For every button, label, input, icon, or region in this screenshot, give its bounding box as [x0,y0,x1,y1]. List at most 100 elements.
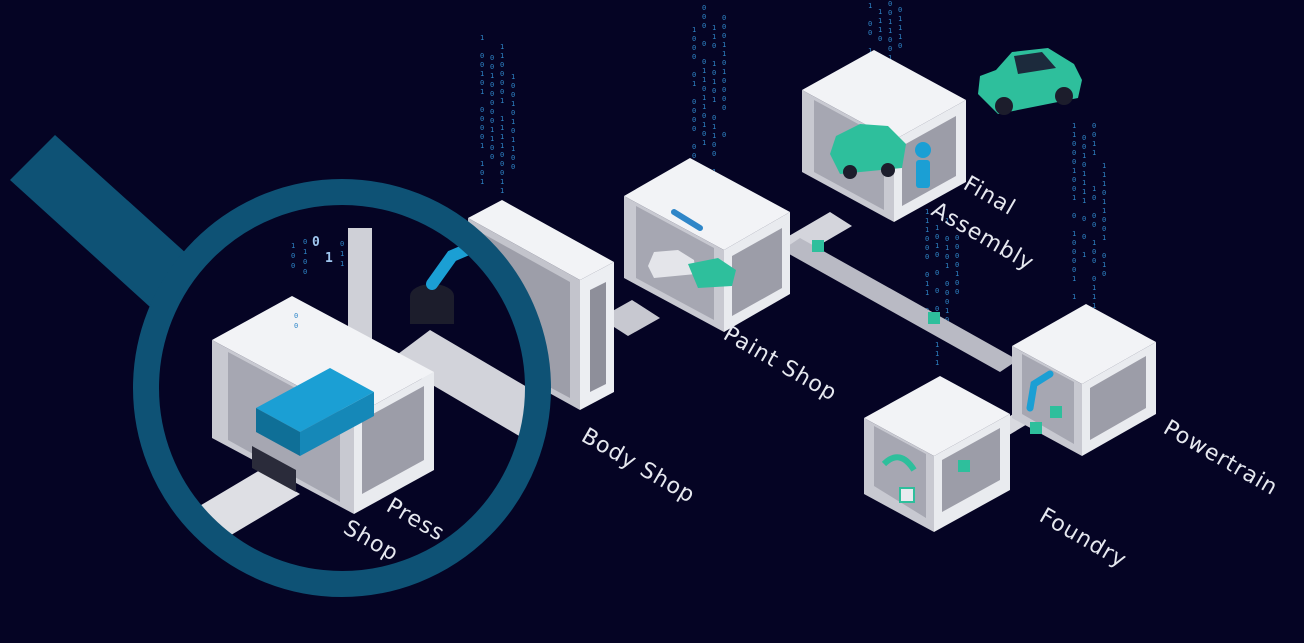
binary-digit: 0 [945,280,949,288]
binary-digit: 0 [702,4,706,12]
binary-digit: 0 [1102,252,1106,260]
binary-digit: 0 [888,36,892,44]
binary-digit: 0 [1072,176,1076,184]
binary-digit: 1 [878,26,882,34]
finished-car-icon [978,48,1082,115]
binary-digit: 1 [712,60,716,68]
binary-digit: 1 [935,341,939,349]
binary-digit: 0 [945,253,949,261]
binary-digit: 1 [500,124,504,132]
binary-digit: 0 [868,29,872,37]
binary-digit: 0 [925,271,929,279]
binary-digit: 0 [1072,239,1076,247]
svg-text:1: 1 [340,250,344,258]
binary-digit: 1 [1092,293,1096,301]
robot-arm-icon [671,209,703,231]
svg-text:1: 1 [340,260,344,268]
svg-text:1: 1 [303,248,307,256]
robot-arm-icon [881,454,917,472]
label-body-shop: Body Shop [577,424,699,509]
svg-text:0: 0 [294,322,298,330]
binary-digit: 0 [935,269,939,277]
binary-digit: 0 [888,9,892,17]
binary-digit: 0 [480,115,484,123]
binary-digit: 0 [1072,140,1076,148]
binary-digit: 0 [692,98,696,106]
binary-digit: 0 [1082,143,1086,151]
binary-digit: 1 [1092,284,1096,292]
binary-digit: 0 [868,20,872,28]
svg-text:0: 0 [303,258,307,266]
binary-digit: 1 [925,280,929,288]
binary-digit: 0 [1092,212,1096,220]
binary-digit: 1 [480,88,484,96]
binary-digit: 1 [1102,198,1106,206]
binary-digit: 1 [888,54,892,62]
binary-digit: 0 [878,35,882,43]
binary-digit: 0 [480,133,484,141]
binary-digit: 1 [1072,167,1076,175]
binary-digit: 1 [1072,293,1076,301]
label-foundry: Foundry [1035,504,1131,574]
binary-digit: 1 [712,123,716,131]
binary-digit: 1 [722,68,726,76]
binary-digit: 1 [511,136,515,144]
binary-digit: 0 [500,160,504,168]
binary-digit: 1 [1082,170,1086,178]
binary-digit: 0 [945,316,949,324]
binary-digit: 1 [702,76,706,84]
final-assembly-station [802,50,966,222]
binary-digit: 1 [945,262,949,270]
binary-digit: 0 [702,112,706,120]
binary-digit: 0 [692,71,696,79]
binary-streams: 1001010000110100100000110011000011111000… [480,0,1106,367]
label-final-assembly-2: Assembly [927,198,1038,277]
svg-text:1: 1 [291,242,295,250]
binary-digit: 1 [878,17,882,25]
binary-digit: 0 [712,42,716,50]
binary-digit: 1 [511,145,515,153]
binary-digit: 1 [722,50,726,58]
binary-digit: 1 [500,142,504,150]
svg-text:0: 0 [291,252,295,260]
binary-digit: 0 [712,114,716,122]
binary-digit: 0 [702,22,706,30]
binary-digit: 0 [722,23,726,31]
binary-digit: 0 [490,117,494,125]
binary-digit: 1 [712,24,716,32]
conveyor-parts [812,240,1042,434]
binary-digit: 0 [722,95,726,103]
binary-digit: 1 [955,270,959,278]
binary-digit: 0 [1082,134,1086,142]
binary-digit: 1 [500,115,504,123]
robot-arm-icon [1026,370,1054,412]
binary-digit: 0 [712,141,716,149]
binary-digit: 0 [1082,215,1086,223]
binary-digit: 0 [1092,194,1096,202]
label-powertrain: Powertrain [1159,416,1282,502]
car-icon [830,124,906,179]
binary-digit: 0 [1072,212,1076,220]
binary-digit: 0 [511,82,515,90]
binary-digit: 0 [1072,266,1076,274]
binary-digit: 1 [1102,261,1106,269]
binary-digit: 0 [1082,233,1086,241]
binary-digit: 0 [480,169,484,177]
binary-digit: 1 [1072,275,1076,283]
label-paint-shop: Paint Shop [719,322,841,407]
binary-digit: 0 [490,63,494,71]
binary-digit: 1 [500,133,504,141]
binary-digit: 0 [500,61,504,69]
binary-digit: 0 [945,235,949,243]
binary-digit: 0 [722,59,726,67]
binary-highlight-0: 0 [312,235,320,250]
binary-digit: 0 [490,81,494,89]
binary-digit: 0 [500,70,504,78]
binary-digit: 0 [500,169,504,177]
binary-digit: 0 [1102,189,1106,197]
binary-digit: 1 [1072,131,1076,139]
binary-digit: 0 [511,127,515,135]
binary-digit: 0 [888,0,892,8]
binary-digit: 0 [1092,131,1096,139]
binary-digit: 1 [1102,207,1106,215]
